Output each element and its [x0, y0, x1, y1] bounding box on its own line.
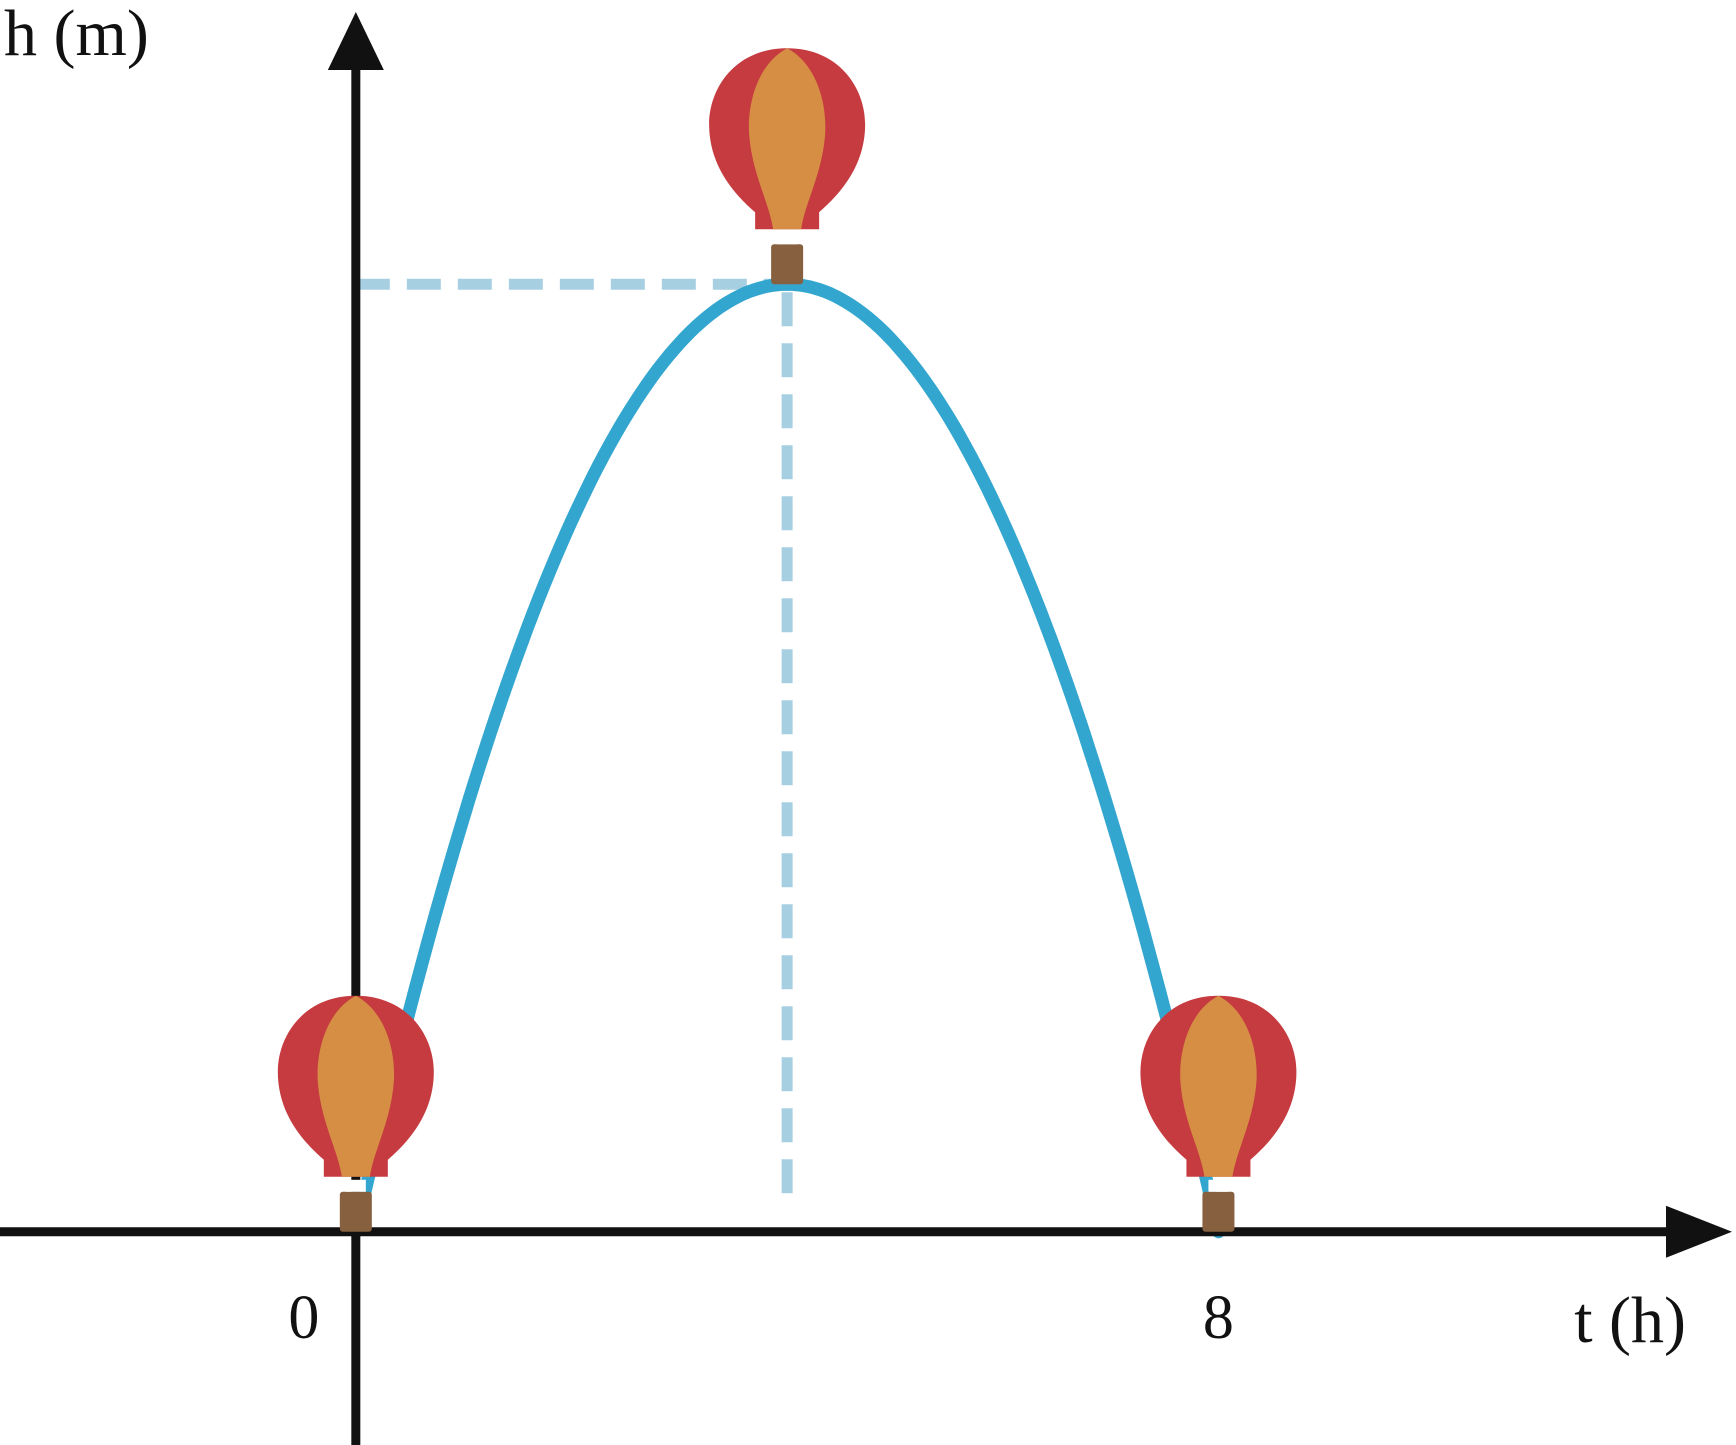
axes	[0, 12, 1732, 1445]
balloon-envelope-inner	[1180, 995, 1257, 1177]
x-tick-label-1: 8	[1203, 1284, 1234, 1352]
y-axis-arrow	[327, 12, 384, 70]
balloon-icon-2	[1140, 995, 1297, 1232]
x-tick-label-0: 0	[288, 1284, 319, 1352]
balloon-envelope-inner	[317, 995, 395, 1177]
balloon-envelope-inner	[748, 48, 826, 230]
series-line	[349, 277, 1225, 1239]
y-axis-label: h (m)	[4, 0, 149, 70]
balloon-basket-window	[1208, 1179, 1229, 1192]
balloon-basket-window	[777, 232, 798, 245]
balloon-basket	[771, 244, 804, 285]
balloon-icon-0	[277, 995, 434, 1232]
balloon-basket	[339, 1191, 372, 1232]
x-axis-label: t (h)	[1574, 1284, 1686, 1357]
x-axis-arrow	[1666, 1205, 1732, 1258]
guide-lines	[355, 278, 793, 1204]
balloon-markers	[277, 48, 1297, 1232]
balloon-icon-1	[709, 48, 866, 285]
balloon-basket-window	[345, 1179, 366, 1192]
balloon-basket	[1202, 1191, 1235, 1232]
series-group	[349, 277, 1225, 1239]
